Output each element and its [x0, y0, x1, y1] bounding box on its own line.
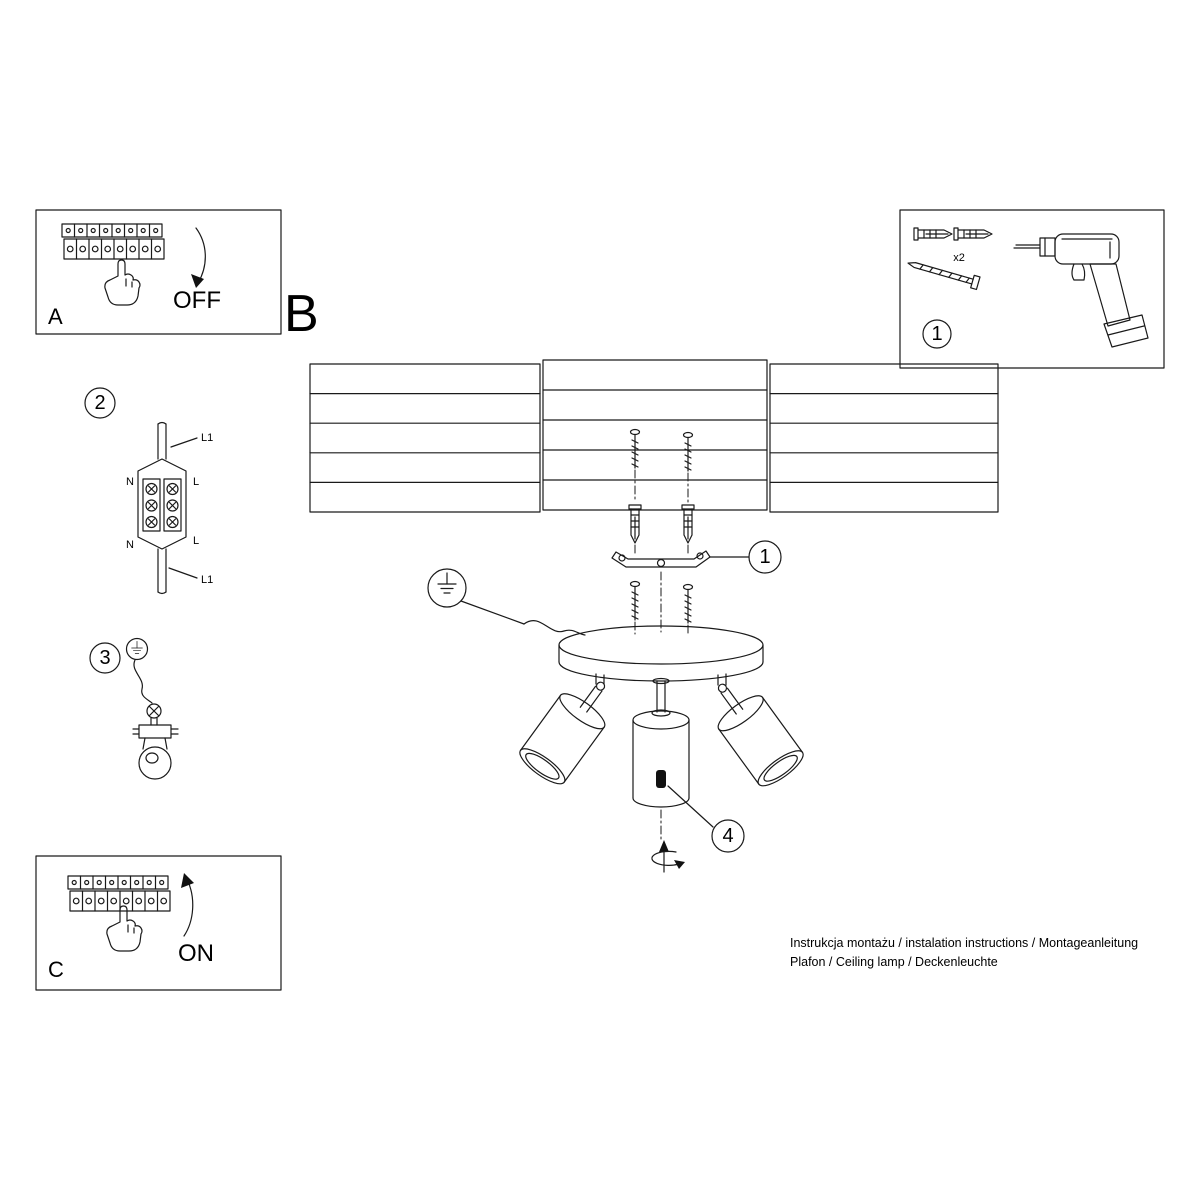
- lamp-head-left: [519, 681, 606, 785]
- anchor-quantity-label: x2: [953, 252, 965, 264]
- kit-box-border: [899, 209, 1165, 369]
- step-4-callout: 4: [667, 785, 745, 853]
- lamp-head-right: [717, 683, 804, 787]
- ceiling-panel: [309, 363, 541, 513]
- ceiling-panels: [309, 359, 999, 513]
- screw-icon: [907, 262, 981, 291]
- footer: Instrukcja montażu / instalation instruc…: [790, 936, 1138, 969]
- n-bottom-label: N: [126, 539, 134, 551]
- fixing-screws-bottom: [629, 571, 694, 635]
- ground-wire: [523, 620, 586, 636]
- step-2-badge: 2: [84, 387, 116, 419]
- earth-icon: [437, 572, 457, 594]
- panel-c-border: [35, 855, 282, 991]
- earth-badge-circle: [125, 637, 149, 661]
- panel-a-border: [35, 209, 282, 335]
- wall-anchor-icon: [681, 504, 695, 544]
- terminal-block-icon: [137, 458, 187, 550]
- l-bottom-label: L: [193, 535, 199, 547]
- section-b-letter: B: [284, 285, 319, 343]
- l1-top-label: L1: [201, 432, 213, 444]
- l1-bottom-label: L1: [201, 574, 213, 586]
- supply-cable-top: [157, 421, 167, 460]
- lamp-head-center: [632, 680, 690, 808]
- step-1-callout: 1: [709, 540, 782, 574]
- ground-clamp-icon: [132, 703, 179, 780]
- panel-c: ON C: [35, 855, 282, 991]
- footer-line-2: Plafon / Ceiling lamp / Deckenleuchte: [790, 955, 998, 969]
- rotation-arrow-icon: [651, 809, 685, 873]
- switch-off-arrow-icon: [191, 227, 206, 288]
- n-top-label: N: [126, 476, 134, 488]
- step-1-number: 1: [931, 323, 942, 345]
- fixture-cable-bottom: [157, 548, 167, 595]
- hand-icon: [104, 259, 141, 306]
- screw-icon: [682, 583, 694, 624]
- step-2-number: 2: [94, 392, 105, 414]
- ground-wire-small: [133, 659, 153, 704]
- l1-bottom-leader: [168, 567, 198, 579]
- ceiling-panel: [542, 359, 768, 511]
- panel-c-letter: C: [48, 957, 64, 982]
- parts-kit-box: x2 1: [899, 209, 1165, 369]
- ground-step: 3: [89, 637, 179, 780]
- l-top-label: L: [193, 476, 199, 488]
- bracket-step-number: 1: [759, 546, 770, 568]
- canopy: [558, 625, 764, 685]
- wall-anchor-icon: [628, 504, 642, 544]
- panel-a-letter: A: [48, 304, 63, 329]
- breaker-strip-icon: [67, 875, 171, 912]
- ground-leader-line: [460, 600, 525, 625]
- breaker-strip-icon: [61, 223, 165, 260]
- screw-icon: [682, 431, 694, 472]
- hand-icon: [106, 905, 143, 952]
- wall-anchor-icon: [953, 227, 993, 241]
- mounting-bracket-icon: [611, 550, 711, 568]
- wall-anchors: [628, 504, 695, 555]
- screw-icon: [629, 428, 641, 469]
- earth-icon: [131, 641, 143, 654]
- ground-symbol: [427, 568, 525, 625]
- step-1-badge: 1: [922, 319, 952, 349]
- adjust-step-number: 4: [722, 825, 733, 847]
- step-3-badge: 3: [89, 642, 121, 674]
- off-label: OFF: [173, 287, 221, 314]
- footer-line-1: Instrukcja montażu / instalation instruc…: [790, 936, 1138, 950]
- on-label: ON: [178, 940, 214, 967]
- pivot-forks: [595, 673, 727, 686]
- screw-icon: [629, 580, 641, 621]
- ceiling-panel: [769, 363, 999, 513]
- step-3-number: 3: [99, 647, 110, 669]
- wiring-step: 2 L1 N L N L L1: [84, 387, 213, 595]
- fixing-screws-top: [629, 428, 694, 503]
- setscrew-icon: [656, 770, 666, 788]
- l1-top-leader: [170, 437, 198, 448]
- wall-anchor-icon: [913, 227, 953, 241]
- drill-icon: [1013, 233, 1149, 348]
- panel-a: OFF A: [35, 209, 282, 335]
- switch-on-arrow-icon: [181, 873, 194, 937]
